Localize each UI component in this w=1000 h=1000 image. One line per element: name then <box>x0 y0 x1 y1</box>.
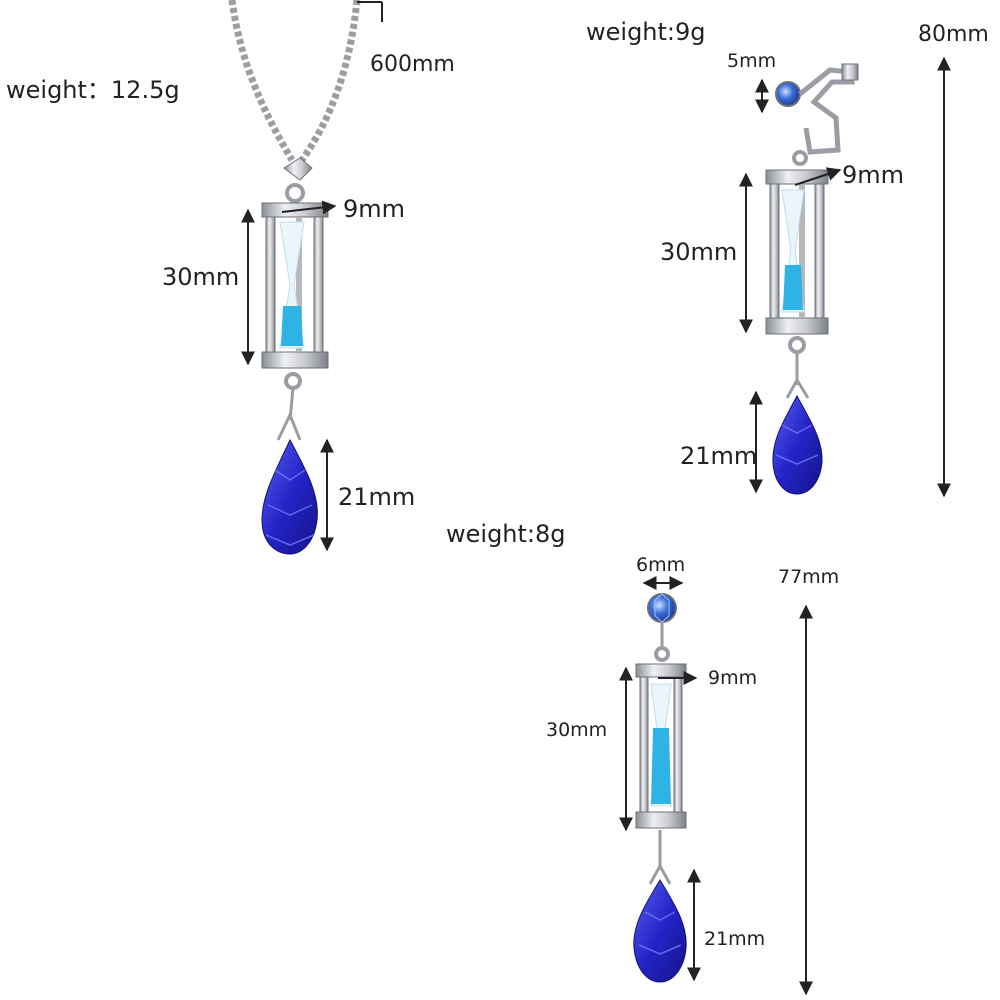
stud-height-label: 30mm <box>546 719 608 741</box>
stud-stone-size-label: 6mm <box>636 554 686 576</box>
necklace-drop-label: 21mm <box>338 483 416 511</box>
clip-crystal-drop <box>772 394 823 495</box>
necklace-width-dimension <box>281 200 337 215</box>
stud-hourglass <box>635 663 687 829</box>
stud-crystal-drop <box>633 879 687 983</box>
clip-drop-label: 21mm <box>680 442 758 470</box>
necklace-chain-length-label: 600mm <box>370 52 455 77</box>
clip-earring <box>739 56 951 498</box>
stud-earring <box>619 576 813 996</box>
clip-height-label: 30mm <box>660 238 738 266</box>
clip-hourglass <box>765 169 829 335</box>
clip-total-length-label: 80mm <box>918 22 989 47</box>
clip-stone <box>775 81 801 107</box>
necklace-weight-label: weight：12.5g <box>6 76 180 104</box>
necklace <box>228 0 383 555</box>
stud-width-label: 9mm <box>708 667 758 689</box>
stud-drop-label: 21mm <box>704 928 766 950</box>
necklace-crystal-drop <box>261 438 318 555</box>
stud-stone <box>647 593 677 623</box>
stud-total-length-label: 77mm <box>778 566 840 588</box>
clip-width-dimension <box>794 167 842 186</box>
necklace-hourglass <box>261 202 329 369</box>
stud-weight-label: weight:8g <box>446 520 566 548</box>
clip-width-label: 9mm <box>842 161 905 189</box>
necklace-chain <box>228 0 296 162</box>
clip-mechanism <box>798 67 856 155</box>
necklace-width-label: 9mm <box>343 195 406 223</box>
clip-size-label: 5mm <box>727 50 777 72</box>
clip-weight-label: weight:9g <box>586 18 706 46</box>
necklace-height-label: 30mm <box>162 263 240 291</box>
